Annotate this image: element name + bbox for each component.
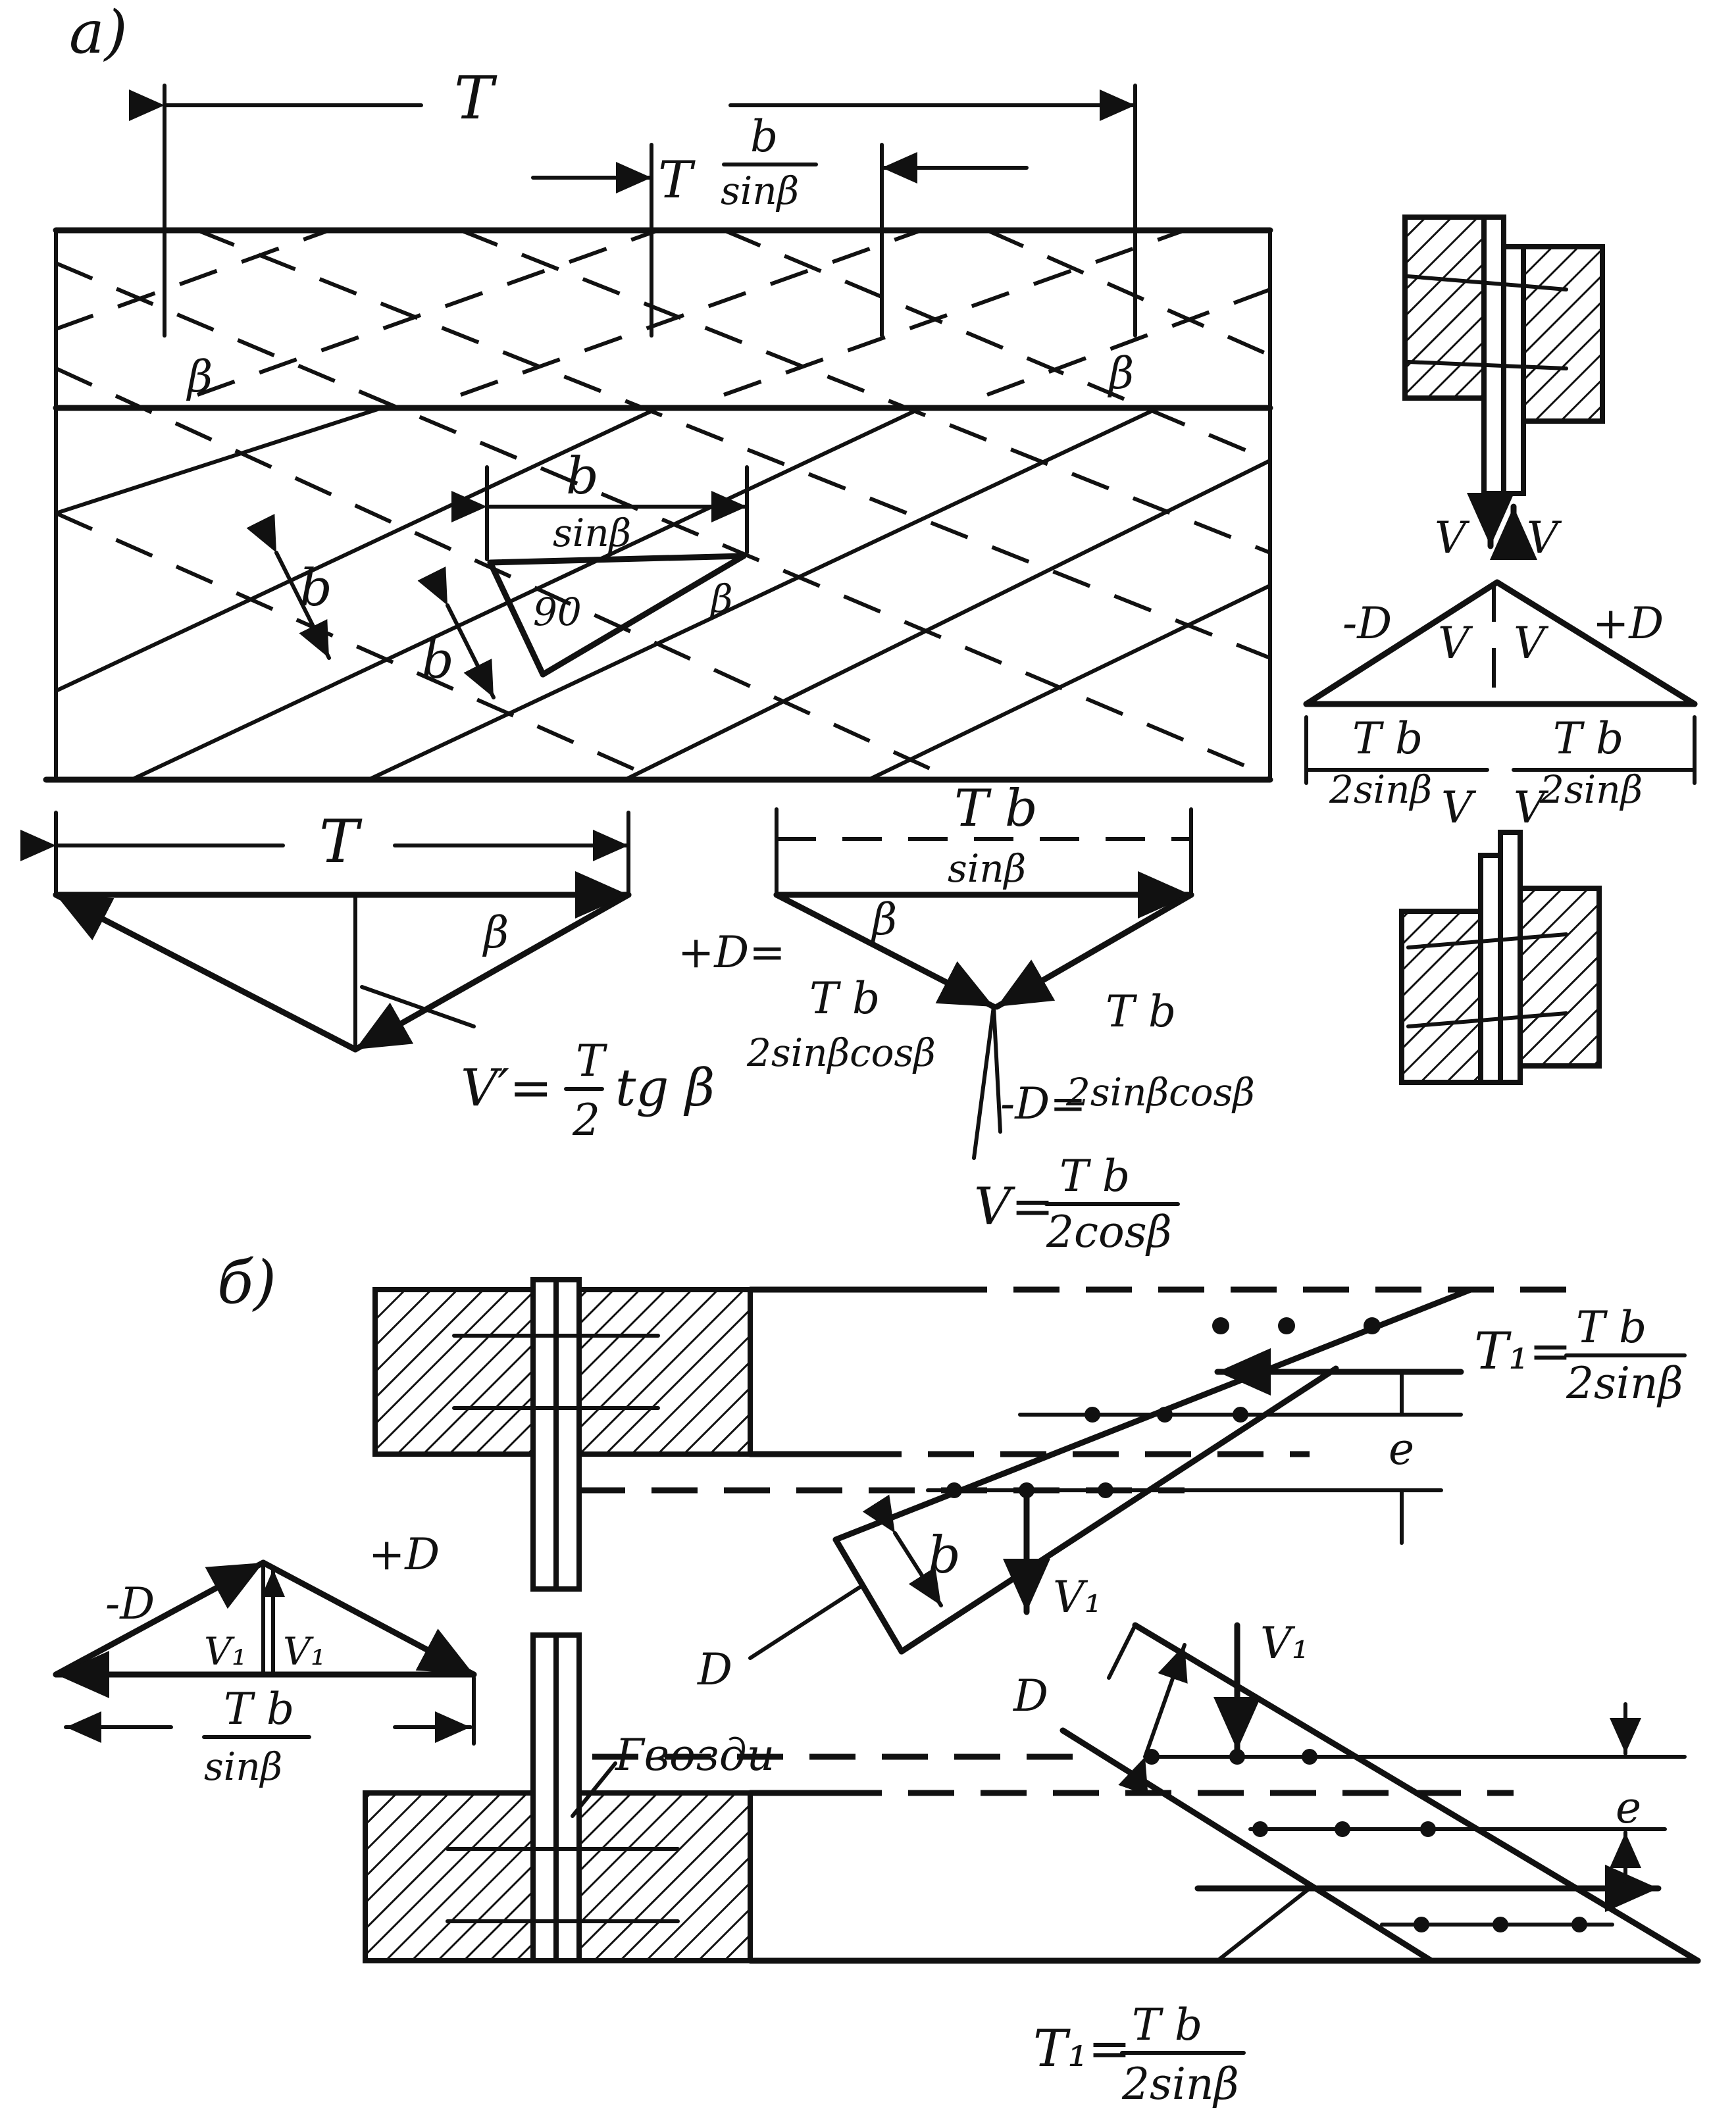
nail-rows-upper xyxy=(946,1317,1381,1498)
v-prime-tg: tg β xyxy=(615,1059,715,1118)
cross-section-bottom-right xyxy=(1399,830,1602,1085)
tri-T: T xyxy=(319,807,363,876)
dim-T-label: T xyxy=(454,64,498,133)
nail-rows-lower xyxy=(1144,1749,1587,1932)
D-label-lower: D xyxy=(1013,1671,1048,1721)
mid-Tb: T b xyxy=(954,779,1038,838)
panel-a-label: а) xyxy=(69,0,128,67)
T1-formula-lower: T₁= T b 2sinβ xyxy=(1033,2000,1246,2109)
r-minus-D: -D xyxy=(1342,598,1392,649)
diagonal-board-lower: V₁ D e xyxy=(1013,1618,1701,1964)
r-V3: V xyxy=(1441,782,1477,833)
e-upper: e xyxy=(1389,1424,1414,1475)
D-label-upper: D xyxy=(697,1644,732,1695)
b-sin: sinβ xyxy=(204,1744,282,1789)
beta-left: β xyxy=(186,351,213,402)
rv-left: V xyxy=(1435,513,1470,563)
detail-sin: sinβ xyxy=(553,511,631,555)
r-V1: V xyxy=(1438,618,1473,668)
md-Tb: T b xyxy=(1106,986,1176,1037)
pd-2sincos: 2sinβcosβ xyxy=(746,1030,936,1075)
section-b-bottom: Гвозди xyxy=(363,1632,1701,1964)
b-V1-right: V₁ xyxy=(283,1629,326,1674)
tri-beta: β xyxy=(482,907,509,958)
V1-lower: V₁ xyxy=(1260,1618,1309,1669)
b-plus-D: +D xyxy=(369,1529,440,1580)
T1-upper-2sin: 2sinβ xyxy=(1566,1358,1683,1409)
dimension-b-sin-top: T b sinβ xyxy=(531,111,1029,338)
r-2sin-left: 2sinβ xyxy=(1329,767,1432,812)
detail-b: b xyxy=(566,447,599,506)
V-2cos: 2cosβ xyxy=(1046,1207,1172,1257)
panel-b-label: б) xyxy=(217,1248,276,1317)
v-prime: V′= xyxy=(461,1059,552,1118)
T1-lower: T₁= xyxy=(1033,2019,1131,2079)
diagonal-board-upper: e b V₁ D xyxy=(697,1286,1474,1695)
V-Tb: T b xyxy=(1059,1151,1130,1201)
md-2sincos: 2sinβcosβ xyxy=(1065,1070,1255,1115)
section-b-top xyxy=(372,1277,1573,1592)
web-boards-solid xyxy=(56,408,1270,780)
b-minus-D: -D xyxy=(105,1578,155,1629)
frac-sin-top: sinβ xyxy=(721,168,799,213)
b-upper: b xyxy=(928,1526,961,1585)
r-V2: V xyxy=(1514,618,1549,668)
mid-beta: β xyxy=(870,894,897,945)
dim-T-small: T xyxy=(658,151,696,210)
T1-formula-upper: T₁= T b 2sinβ xyxy=(1474,1302,1687,1409)
plus-D-eq: +D= xyxy=(678,927,786,978)
beta-detail: β xyxy=(709,576,733,621)
r-2sin-right: 2sinβ xyxy=(1539,767,1643,812)
r-Tb-right: T b xyxy=(1553,713,1623,764)
rv-right: V xyxy=(1527,513,1562,563)
force-triangle-right: V V -D +D V V T b 2sinβ T b 2sinβ V V xyxy=(1303,493,1698,833)
T1-lower-2sin: 2sinβ xyxy=(1121,2059,1239,2109)
V-eq: V= xyxy=(974,1177,1054,1236)
b-V1-left: V₁ xyxy=(204,1629,247,1674)
beta-right: β xyxy=(1107,348,1134,399)
r-V4: V xyxy=(1514,782,1549,833)
pd-Tb: T b xyxy=(809,973,880,1024)
cross-section-top-right xyxy=(1402,214,1605,496)
T1-lower-Tb: T b xyxy=(1132,2000,1202,2050)
e-lower: e xyxy=(1616,1782,1641,1833)
v-prime-T: T xyxy=(576,1036,608,1086)
V1-upper: V₁ xyxy=(1053,1572,1102,1623)
minus-D-eq: -D= xyxy=(1000,1078,1086,1129)
r-plus-D: +D xyxy=(1593,598,1664,649)
angle-90: 90 xyxy=(533,590,582,634)
v-prime-2: 2 xyxy=(572,1095,600,1146)
force-diagram-middle: T b sinβ β +D= T b 2sinβcosβ -D= T b 2si… xyxy=(678,779,1255,1257)
board-width-detail: b sinβ 90 β b b xyxy=(246,447,749,699)
frac-b-top: b xyxy=(750,111,778,162)
b-label-2: b xyxy=(421,631,454,690)
b-Tb: T b xyxy=(224,1684,294,1734)
r-Tb-left: T b xyxy=(1352,713,1423,764)
force-triangle-left: T β V′= T 2 tg β xyxy=(20,807,715,1146)
mid-sin: sinβ xyxy=(948,846,1026,891)
T1-upper: T₁= xyxy=(1474,1322,1572,1381)
dimension-T-top: T xyxy=(129,64,1137,338)
b-label-1: b xyxy=(299,559,332,618)
T1-upper-Tb: T b xyxy=(1576,1302,1647,1353)
force-triangle-b: -D +D V₁ V₁ T b sinβ xyxy=(53,1529,477,1789)
